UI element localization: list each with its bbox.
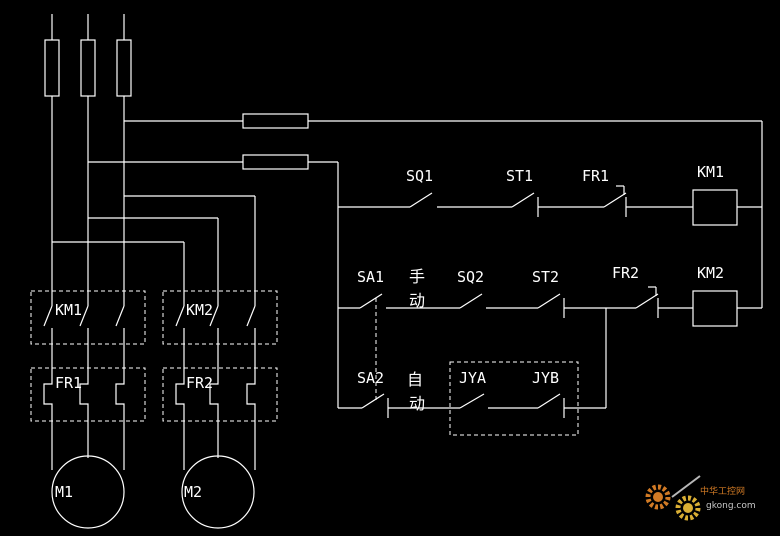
fuse-l3: [116, 39, 132, 97]
km2-coil-label: KM2: [697, 264, 724, 282]
st1-label: ST1: [506, 167, 533, 185]
sq2-label: SQ2: [457, 268, 484, 286]
sq1-contact: [409, 192, 433, 208]
control-circuit: SQ1 ST1 FR1 KM1 SA1 手: [88, 113, 763, 436]
manual-label-1: 手: [409, 267, 425, 286]
motor-m2-label: M2: [184, 483, 202, 501]
phase-l1: [44, 14, 60, 242]
sa2-contact: [361, 393, 385, 409]
st1-contact: [511, 192, 535, 208]
fuse-l2: [80, 39, 96, 97]
motor-m1-label: M1: [55, 483, 73, 501]
jyb-label: JYB: [532, 369, 559, 387]
motor1-branch-wiring: [51, 196, 125, 290]
fr2-control-contact: [635, 286, 659, 318]
control-supply: [88, 113, 763, 408]
st2-contact: [537, 293, 561, 309]
km1-main-contactor: KM1: [30, 290, 146, 345]
sa2-label: SA2: [357, 369, 384, 387]
fr1-control-contact: [603, 185, 627, 217]
main-power-circuit: KM1 KM2: [30, 14, 278, 529]
rung-3: SA2 自 动 JYA JYB: [338, 308, 607, 436]
rung-2: SA1 手 动 SQ2 ST2 FR2 KM2: [338, 264, 762, 327]
sa1-contact: [359, 293, 383, 309]
gear-icon: [645, 475, 701, 521]
km2-coil: [692, 290, 738, 327]
sq2-contact: [459, 293, 483, 309]
km1-coil-label: KM1: [697, 163, 724, 181]
sa1-label: SA1: [357, 268, 384, 286]
fr1-box-label: FR1: [55, 374, 82, 392]
contactor-to-relay-wiring: [51, 344, 256, 368]
rung-1: SQ1 ST1 FR1 KM1: [338, 163, 762, 226]
km2-main-contactor: KM2: [162, 290, 278, 345]
motor-m1: M1: [51, 421, 125, 529]
st2-label: ST2: [532, 268, 559, 286]
control-fuse-2: [242, 154, 309, 170]
auto-label-2: 动: [409, 394, 425, 413]
fr2-thermal-relay: FR2: [162, 367, 278, 422]
fr1-thermal-relay: FR1: [30, 367, 146, 422]
control-fuse-1: [242, 113, 309, 129]
gkong-watermark: 中华工控网 gkong.com: [645, 475, 756, 521]
fr2-box-label: FR2: [186, 374, 213, 392]
auto-label-1: 自: [407, 370, 423, 389]
watermark-site-url: gkong.com: [706, 501, 756, 511]
jya-label: JYA: [459, 369, 486, 387]
phase-l3: [116, 14, 132, 196]
watermark-site-cn: 中华工控网: [700, 485, 745, 497]
sq1-label: SQ1: [406, 167, 433, 185]
fuse-l1: [44, 39, 60, 97]
jyb-contact: [537, 393, 561, 409]
fr2-contact-label: FR2: [612, 264, 639, 282]
km2-box-label: KM2: [186, 301, 213, 319]
phase-l2: [80, 14, 96, 218]
manual-label-2: 动: [409, 291, 425, 310]
time-relay-group-box: [449, 361, 579, 436]
fr1-contact-label: FR1: [582, 167, 609, 185]
km1-coil: [692, 189, 738, 226]
jya-contact: [459, 393, 485, 409]
km1-box-label: KM1: [55, 301, 82, 319]
motor2-branch-wiring: [52, 195, 256, 290]
motor-m2: M2: [181, 421, 256, 529]
